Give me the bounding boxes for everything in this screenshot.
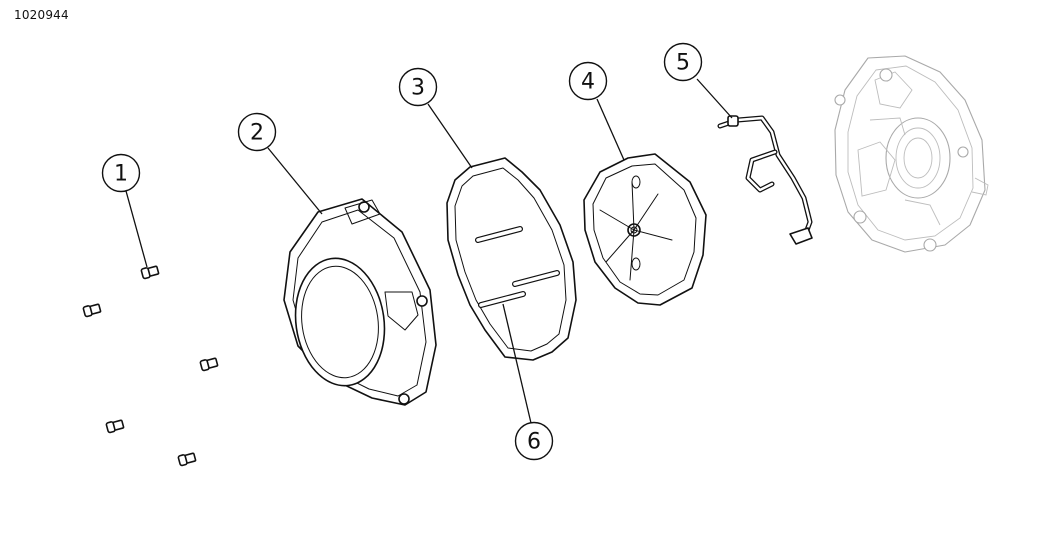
leader-4 xyxy=(596,98,625,161)
screw xyxy=(105,419,125,434)
cover xyxy=(283,198,437,406)
leader-6 xyxy=(502,303,532,424)
gasket xyxy=(446,157,577,361)
leader-5 xyxy=(696,78,733,119)
filter-element xyxy=(583,153,707,306)
pins xyxy=(475,226,560,308)
screw xyxy=(199,357,219,372)
pin xyxy=(475,226,523,243)
callout-3: 3 xyxy=(398,67,438,107)
leader-3 xyxy=(427,103,473,169)
callout-number: 1 xyxy=(114,162,128,187)
callout-number: 2 xyxy=(250,121,264,146)
callout-1: 1 xyxy=(101,153,141,193)
callout-number: 3 xyxy=(411,76,425,101)
callout-2: 2 xyxy=(237,112,277,152)
leader-lines xyxy=(125,78,733,424)
leader-2 xyxy=(267,147,323,215)
breather-tube xyxy=(717,115,813,245)
screw xyxy=(140,265,160,280)
screw xyxy=(82,303,102,318)
ghost-engine-housing xyxy=(834,55,989,253)
screw xyxy=(177,452,197,467)
callout-number: 6 xyxy=(527,430,541,455)
diagram-id-label: 1020944 xyxy=(14,8,69,22)
pin xyxy=(512,270,560,287)
callout-number: 5 xyxy=(676,51,690,76)
screw-set xyxy=(82,265,219,467)
pin xyxy=(478,291,526,308)
callout-4: 4 xyxy=(568,61,608,101)
callout-6: 6 xyxy=(514,421,554,461)
callout-5: 5 xyxy=(663,42,703,82)
callout-number: 4 xyxy=(581,70,595,95)
leader-1 xyxy=(125,190,148,268)
